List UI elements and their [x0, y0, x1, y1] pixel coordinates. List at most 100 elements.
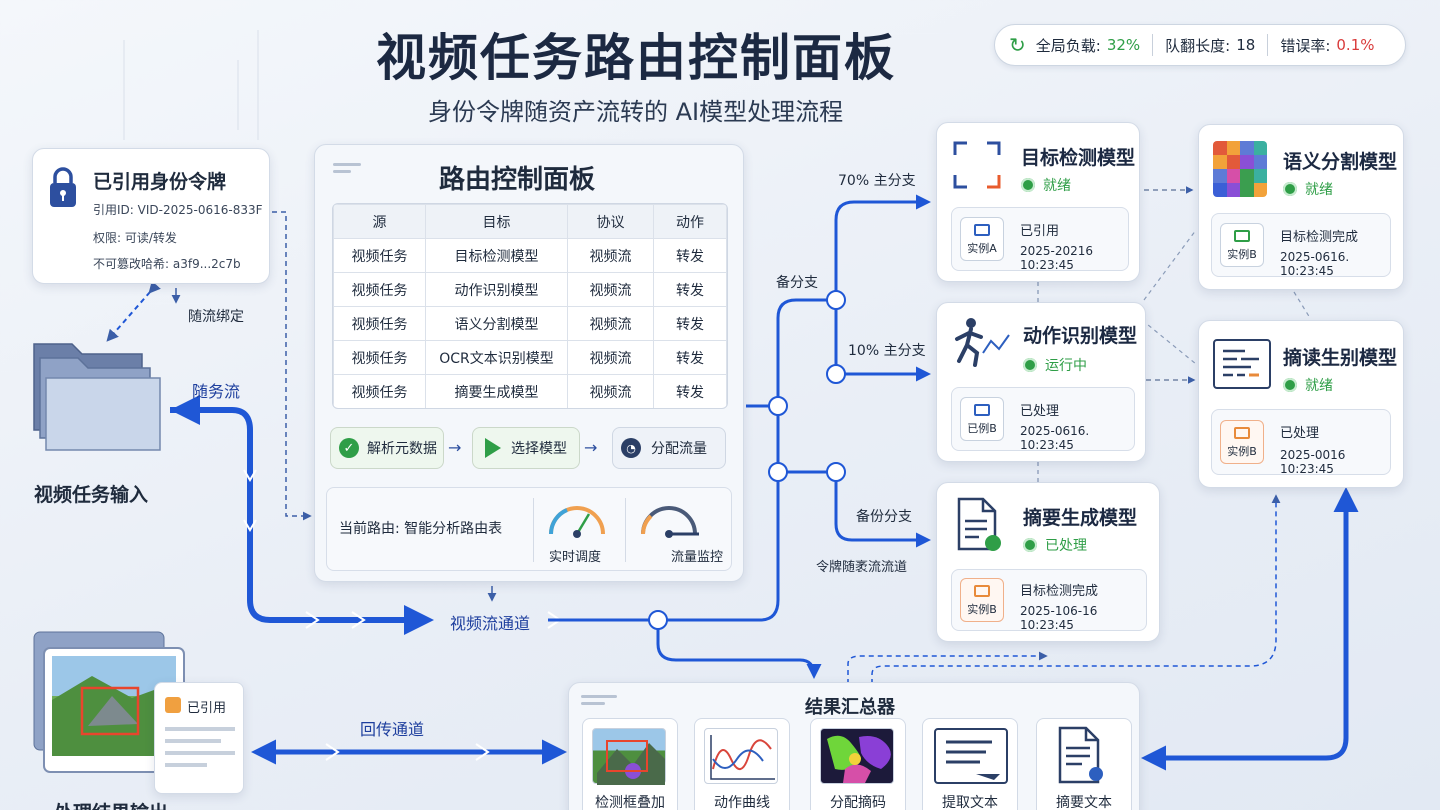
instance-badge: 实例B: [1220, 223, 1264, 267]
instance-badge: 实例A: [960, 217, 1004, 261]
token-title: 已引用身份令牌: [93, 171, 227, 193]
output-token-card[interactable]: 已引用: [154, 682, 244, 794]
instance-badge: 实例B: [1220, 420, 1264, 464]
instance-note: 目标检测完成: [1020, 584, 1099, 599]
instance-box: 已例B 已处理 2025-0616. 10:23:45: [951, 387, 1135, 452]
output-label: 处理结果输出: [54, 798, 168, 810]
main10-label: 10% 主分支: [848, 343, 926, 359]
model-title: 目标检测模型: [1021, 147, 1136, 169]
document-check-icon: [955, 497, 1003, 553]
summary-doc-thumb: [1052, 726, 1116, 784]
page-subtitle: 身份令牌随资产流转的 AI模型处理流程: [428, 98, 844, 126]
main70-label: 70% 主分支: [838, 173, 916, 189]
bounding-box-icon: [951, 139, 1003, 191]
instance-box: 实例B 目标检测完成 2025-0616. 10:23:45: [1211, 213, 1391, 278]
status-text: 运行中: [1045, 358, 1087, 374]
cell-target: 目标检测模型: [425, 238, 568, 273]
instance-note: 已引用: [1020, 224, 1060, 239]
token-id: 引用ID: VID-2025-0616-833F: [93, 203, 263, 217]
folder-icon[interactable]: [32, 334, 164, 452]
model-status: 就绪: [1283, 179, 1333, 199]
instance-badge: 实例B: [960, 578, 1004, 622]
refresh-icon[interactable]: ↻: [1009, 33, 1026, 57]
aggregator-title: 结果汇总器: [805, 697, 895, 718]
backup2-label: 备份分支: [856, 509, 912, 525]
segmentation-mask-thumb: [820, 728, 894, 784]
instance-time: 2025-106-16 10:23:45: [1020, 604, 1098, 632]
step-parse-metadata[interactable]: ✓ 解析元数据: [330, 427, 444, 469]
instance-time: 2025-0016 10:23:45: [1280, 448, 1346, 476]
segmentation-grid-icon: [1213, 141, 1267, 197]
model-card-summary[interactable]: 摘要生成模型 已处理 实例B 目标检测完成 2025-106-16 10:23:…: [936, 482, 1160, 642]
running-person-icon: [951, 317, 1011, 367]
task-flow-label: 随务流: [192, 382, 241, 401]
cell-protocol: 视频流: [567, 306, 654, 341]
error-value: 0.1%: [1336, 36, 1375, 54]
action-curve-thumb: [704, 728, 778, 784]
table-row[interactable]: 视频任务 动作识别模型 视频流 转发: [333, 272, 727, 307]
gauge-small-icon: ◔: [621, 438, 641, 458]
model-title: 语义分割模型: [1283, 151, 1398, 173]
cell-action: 转发: [653, 306, 727, 341]
junction-node: [826, 290, 846, 310]
step-select-model[interactable]: 选择模型: [472, 427, 580, 469]
output-card-label: 已引用: [187, 701, 227, 716]
output-image-stack[interactable]: [32, 630, 192, 780]
step-label: 解析元数据: [367, 441, 437, 457]
result-item-label: 摘要文本: [1056, 795, 1112, 810]
lock-icon: [165, 697, 181, 713]
check-circle-icon: ✓: [339, 438, 359, 458]
table-row[interactable]: 视频任务 目标检测模型 视频流 转发: [333, 238, 727, 273]
cell-source: 视频任务: [333, 306, 426, 341]
current-route-box: 当前路由: 智能分析路由表 实时调度 流量监控: [326, 487, 732, 571]
routing-table: 源 目标 协议 动作 视频任务 目标检测模型 视频流 转发 视频任务 动作识别模…: [332, 203, 728, 409]
cell-action: 转发: [653, 340, 727, 375]
result-item-label: 分配摘码: [830, 795, 886, 810]
model-card-action[interactable]: 动作识别模型 运行中 已例B 已处理 2025-0616. 10:23:45: [936, 302, 1146, 462]
junction-node: [826, 364, 846, 384]
cell-protocol: 视频流: [567, 340, 654, 375]
step-allocate-traffic[interactable]: ◔ 分配流量: [612, 427, 726, 469]
queue-value: 18: [1236, 36, 1256, 54]
instance-time: 2025-0616. 10:23:45: [1280, 250, 1350, 278]
model-card-abstract[interactable]: 摘读生别模型 就绪 实例B 已处理 2025-0016 10:23:45: [1198, 320, 1404, 488]
cell-action: 转发: [653, 272, 727, 307]
cell-source: 视频任务: [333, 374, 426, 408]
model-status: 已处理: [1023, 535, 1087, 555]
result-item-label: 提取文本: [942, 795, 998, 810]
divider: [625, 498, 626, 562]
model-card-detect[interactable]: 目标检测模型 就绪 实例A 已引用 2025-20216 10:23:45: [936, 122, 1140, 282]
load-value: 32%: [1106, 36, 1141, 54]
status-text: 已处理: [1045, 538, 1087, 554]
extracted-text-thumb: [934, 728, 1008, 784]
table-row[interactable]: 视频任务 摘要生成模型 视频流 转发: [333, 374, 727, 408]
global-status-bar: ↻ 全局负载: 32% 队翻长度: 18 错误率: 0.1%: [994, 24, 1406, 66]
model-status: 就绪: [1283, 375, 1333, 395]
result-item-label: 检测框叠加: [595, 795, 665, 810]
cell-protocol: 视频流: [567, 374, 654, 408]
cell-action: 转发: [653, 374, 727, 408]
arrow-right-icon: →: [448, 438, 462, 457]
table-row[interactable]: 视频任务 语义分割模型 视频流 转发: [333, 306, 727, 341]
instance-note: 目标检测完成: [1280, 230, 1359, 245]
model-status: 就绪: [1021, 175, 1071, 195]
model-status: 运行中: [1023, 355, 1087, 375]
menu-icon[interactable]: [333, 163, 361, 177]
table-row[interactable]: 视频任务 OCR文本识别模型 视频流 转发: [333, 340, 727, 375]
play-icon: [485, 438, 501, 458]
result-item-label: 动作曲线: [714, 795, 770, 810]
cell-target: 动作识别模型: [425, 272, 568, 307]
col-action: 动作: [653, 204, 727, 239]
identity-token-card[interactable]: 已引用身份令牌 引用ID: VID-2025-0616-833F 权限: 可读/…: [32, 148, 270, 284]
page-title: 视频任务路由控制面板: [376, 29, 896, 87]
bind-label: 随流绑定: [188, 309, 244, 325]
instance-box: 实例B 已处理 2025-0016 10:23:45: [1211, 409, 1391, 476]
model-card-segment[interactable]: 语义分割模型 就绪 实例B 目标检测完成 2025-0616. 10:23:45: [1198, 124, 1404, 290]
cell-target: 摘要生成模型: [425, 374, 568, 408]
instance-note: 已处理: [1020, 404, 1060, 419]
instance-box: 实例A 已引用 2025-20216 10:23:45: [951, 207, 1129, 272]
menu-icon[interactable]: [581, 695, 617, 705]
junction-node: [648, 610, 668, 630]
current-route-text: 当前路由: 智能分析路由表: [339, 521, 503, 537]
gauge-icon: [637, 496, 701, 540]
